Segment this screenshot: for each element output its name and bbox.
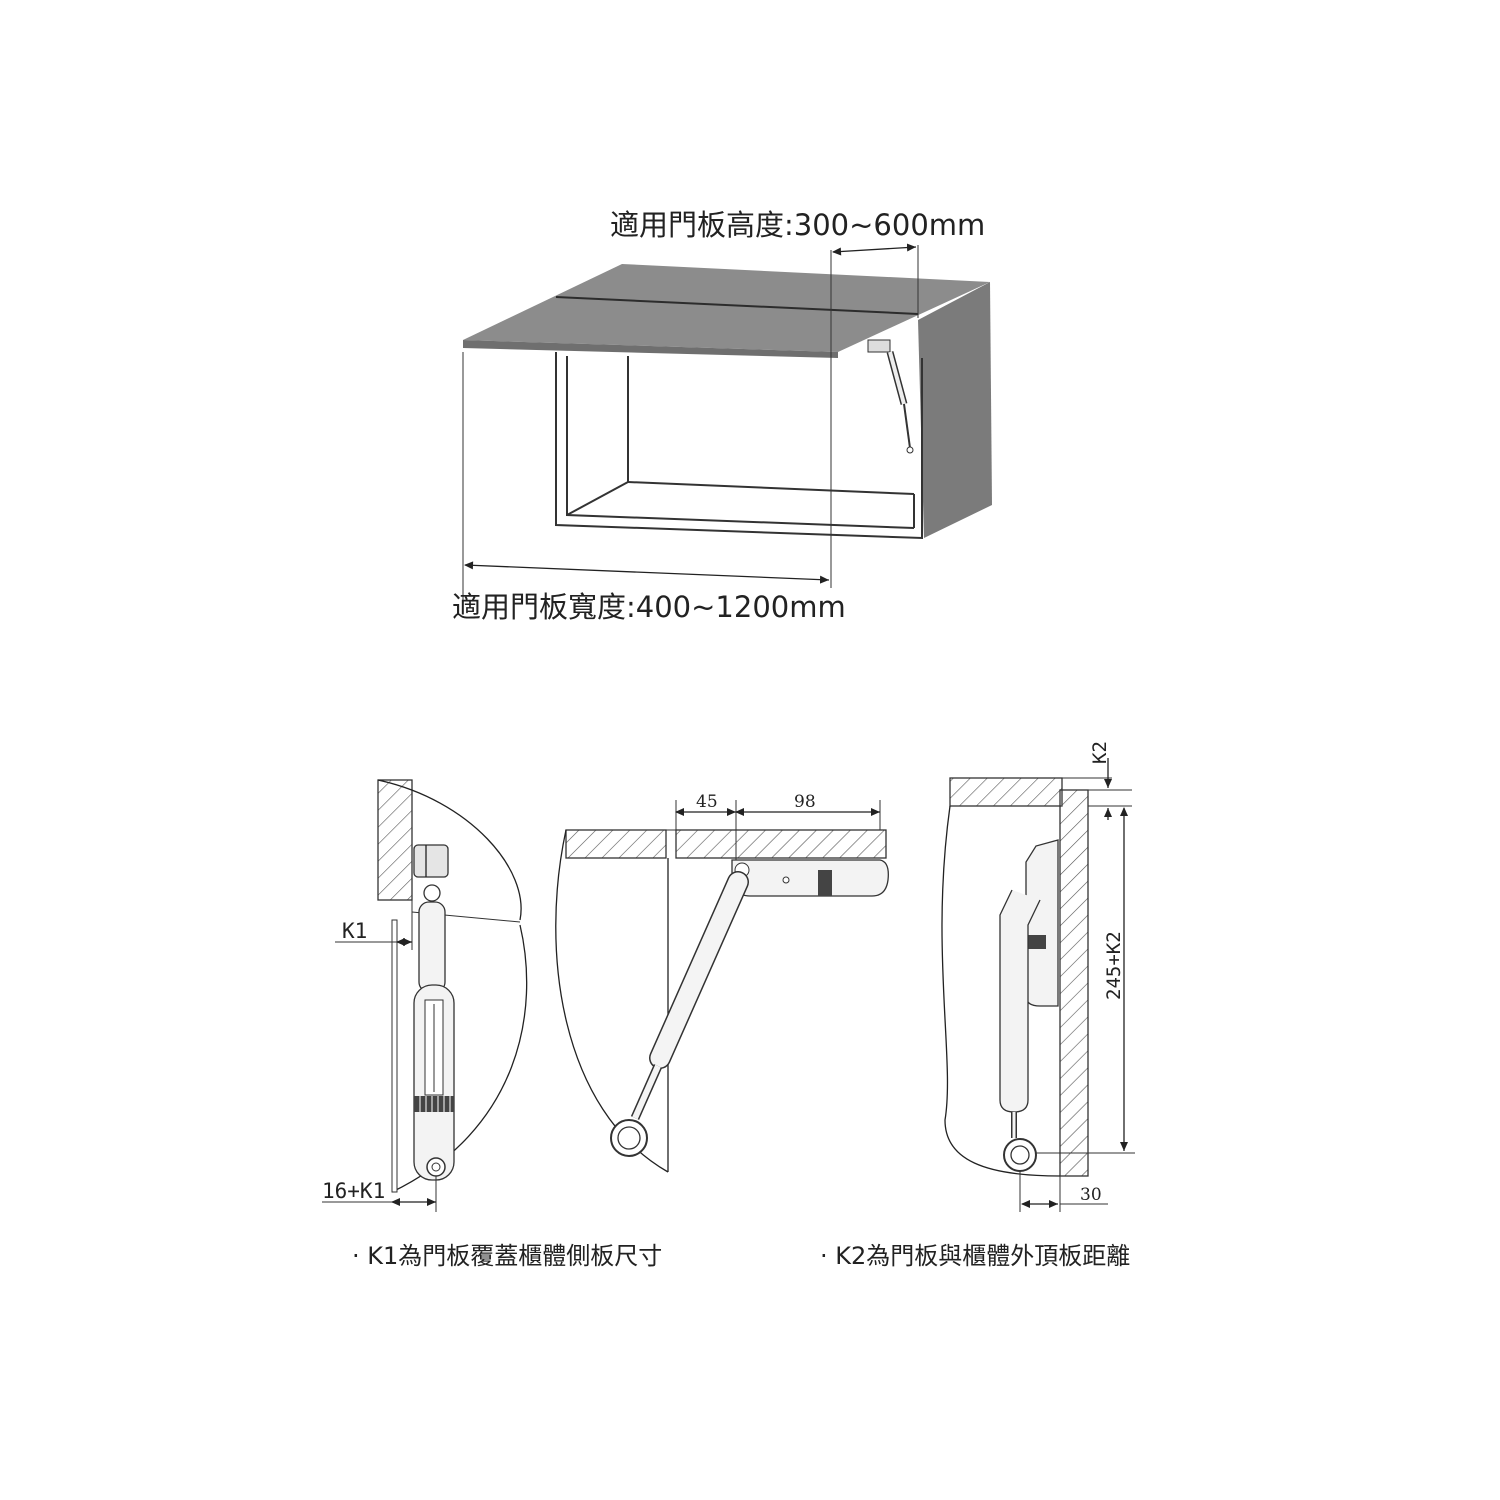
k1-label: K1 (342, 919, 367, 943)
vertical-245-k2-label: 245+K2 (1103, 931, 1125, 1000)
gas-strut (610, 871, 749, 1157)
lift-stay-mechanism (867, 339, 914, 454)
gas-strut-side (999, 889, 1041, 1172)
dimension-30: 30 (1080, 1185, 1102, 1205)
cabinet-door-panel (463, 264, 990, 352)
dimension-45: 45 (696, 792, 718, 812)
cabinet-isometric: 適用門板高度:300~600mm 適用門板寬度:400~1200mm (452, 208, 992, 624)
cabinet-side-panel (918, 282, 992, 538)
right-view: K2 245+K2 30 (941, 741, 1135, 1212)
k2-caption: · K2為門板與櫃體外頂板距離 (820, 1242, 1130, 1270)
side-view: K1 16+K1 (322, 779, 528, 1212)
offset-16-k1-label: 16+K1 (322, 1179, 385, 1203)
door-height-label: 適用門板高度:300~600mm (610, 208, 985, 242)
cabinet-frame (555, 352, 923, 540)
k2-label: K2 (1089, 741, 1111, 764)
dimension-98: 98 (794, 792, 816, 812)
door-width-label: 適用門板寬度:400~1200mm (452, 590, 846, 624)
front-view: 45 98 (555, 792, 889, 1173)
k1-caption: · K1為門板覆蓋櫃體側板尺寸 (352, 1242, 662, 1270)
